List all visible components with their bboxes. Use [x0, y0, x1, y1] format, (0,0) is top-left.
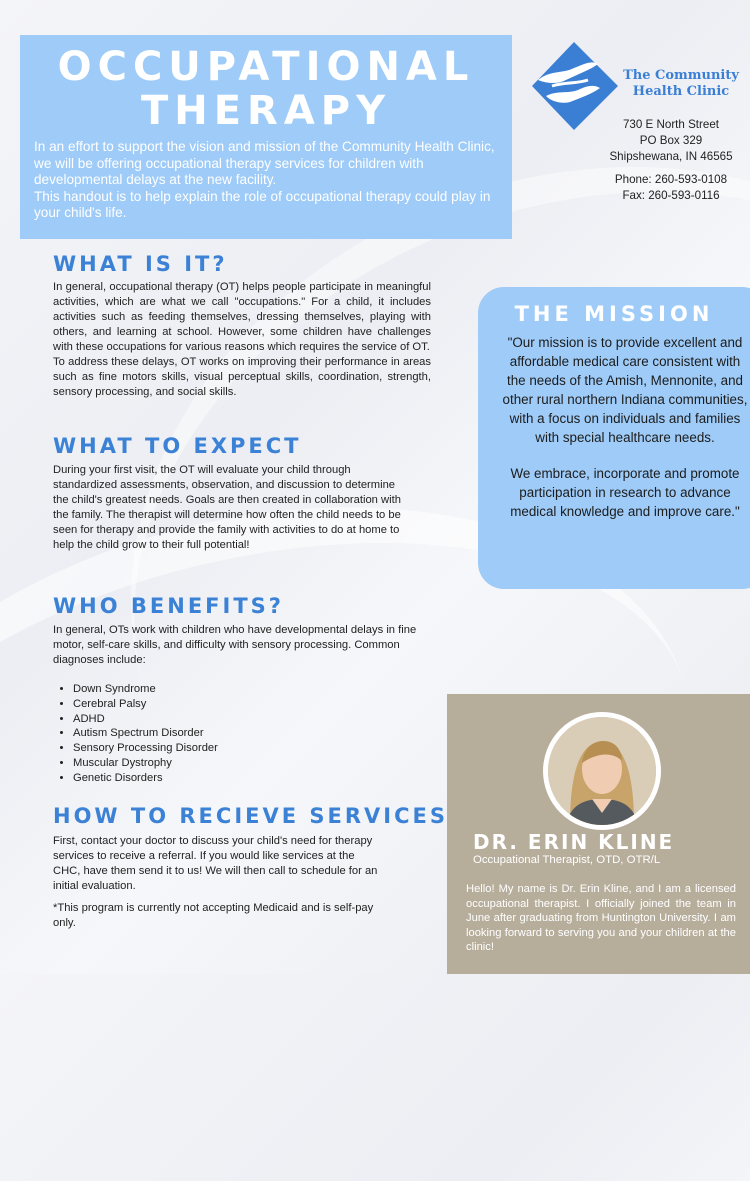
- clinic-logo: [532, 42, 618, 130]
- list-item: Down Syndrome: [73, 682, 218, 697]
- what-is-it-text: In general, occupational therapy (OT) he…: [53, 280, 431, 400]
- how-to-receive-heading: HOW TO RECIEVE SERVICES: [53, 804, 448, 828]
- who-benefits-paragraph: In general, OTs work with children who h…: [53, 624, 417, 666]
- who-benefits-text: In general, OTs work with children who h…: [53, 623, 433, 668]
- clinic-name: The Community Health Clinic: [616, 68, 746, 100]
- mission-paragraph-1: "Our mission is to provide excellent and…: [502, 335, 748, 445]
- how-to-receive-paragraph-1: First, contact your doctor to discuss yo…: [53, 835, 378, 892]
- medicaid-note: *This program is currently not accepting…: [53, 902, 374, 929]
- mission-paragraph-2: We embrace, incorporate and promote part…: [510, 466, 740, 519]
- clinic-fax: Fax: 260-593-0116: [622, 189, 720, 202]
- mission-panel: THE MISSION "Our mission is to provide e…: [478, 287, 750, 589]
- mission-heading: THE MISSION: [514, 302, 714, 326]
- intro-text: In an effort to support the vision and m…: [34, 139, 498, 222]
- address-po-box: PO Box 329: [639, 134, 703, 147]
- diagnoses-list: Down Syndrome Cerebral Palsy ADHD Autism…: [55, 682, 218, 786]
- address-street: 730 E North Street: [622, 118, 720, 131]
- title-line-2: THERAPY: [140, 88, 392, 134]
- title-banner: OCCUPATIONAL THERAPY In an effort to sup…: [20, 35, 512, 239]
- address-city: Shipshewana, IN 46565: [609, 150, 733, 163]
- what-to-expect-paragraph: During your first visit, the OT will eva…: [53, 464, 401, 551]
- doctor-panel: DR. ERIN KLINE Occupational Therapist, O…: [447, 694, 750, 974]
- page-title: OCCUPATIONAL THERAPY: [20, 45, 512, 133]
- avatar: [543, 712, 661, 830]
- doctor-name: DR. ERIN KLINE: [473, 830, 675, 854]
- what-is-it-paragraph-1: In general, occupational therapy (OT) he…: [53, 281, 431, 353]
- what-to-expect-text: During your first visit, the OT will eva…: [53, 463, 413, 553]
- doctor-bio: Hello! My name is Dr. Erin Kline, and I …: [466, 883, 736, 954]
- what-to-expect-heading: WHAT TO EXPECT: [53, 434, 302, 458]
- intro-paragraph-1: In an effort to support the vision and m…: [34, 139, 495, 187]
- list-item: ADHD: [73, 712, 218, 727]
- title-line-1: OCCUPATIONAL: [57, 44, 475, 90]
- list-item: Cerebral Palsy: [73, 697, 218, 712]
- intro-paragraph-2: This handout is to help explain the role…: [34, 188, 491, 221]
- clinic-phone: Phone: 260-593-0108: [614, 173, 728, 186]
- doctor-title: Occupational Therapist, OTD, OTR/L: [473, 854, 661, 866]
- clinic-name-line-1: The Community: [623, 68, 739, 83]
- clinic-address: 730 E North Street PO Box 329 Shipshewan…: [596, 117, 746, 204]
- list-item: Genetic Disorders: [73, 771, 218, 786]
- how-to-receive-text: First, contact your doctor to discuss yo…: [53, 834, 383, 931]
- what-is-it-paragraph-2: To address these delays, OT works on imp…: [53, 356, 431, 398]
- what-is-it-heading: WHAT IS IT?: [53, 252, 228, 276]
- who-benefits-heading: WHO BENEFITS?: [53, 594, 284, 618]
- list-item: Autism Spectrum Disorder: [73, 726, 218, 741]
- list-item: Sensory Processing Disorder: [73, 741, 218, 756]
- list-item: Muscular Dystrophy: [73, 756, 218, 771]
- mission-text: "Our mission is to provide excellent and…: [500, 333, 750, 521]
- clinic-name-line-2: Health Clinic: [632, 84, 730, 99]
